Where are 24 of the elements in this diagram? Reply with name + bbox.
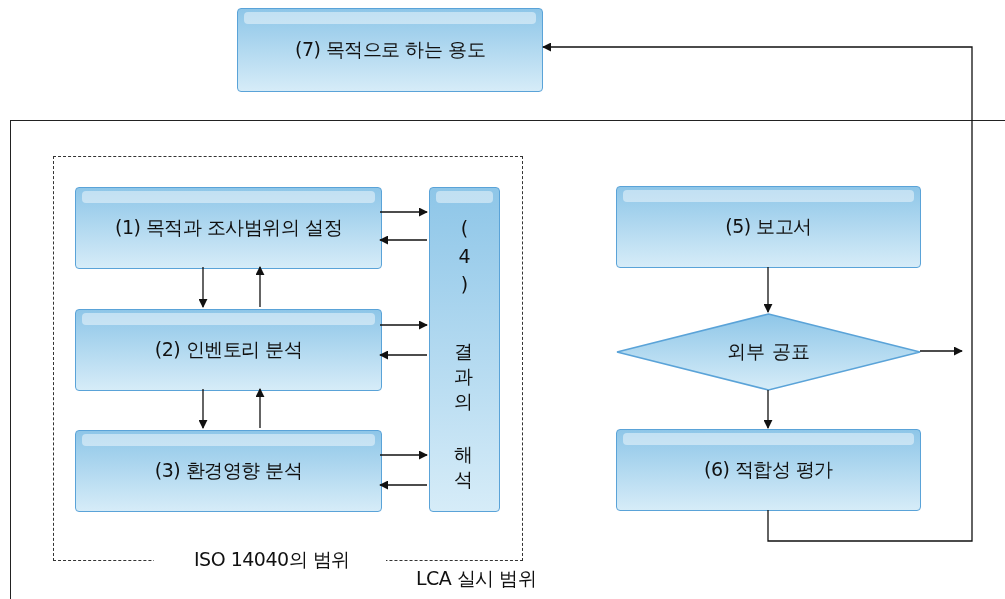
arrow (198, 266, 208, 308)
process-box: (6) 적합성 평가 (616, 429, 921, 511)
arrow (255, 266, 265, 308)
arrow (763, 266, 773, 313)
arrow (255, 388, 265, 429)
process-box: (7) 목적으로 하는 용도 (237, 8, 543, 92)
arrow (379, 480, 428, 490)
arrow (379, 450, 428, 460)
process-box: (5) 보고서 (616, 186, 921, 268)
process-box: (3) 환경영향 분석 (75, 430, 382, 512)
arrow (542, 42, 973, 542)
decision-diamond: 외부 공표 (616, 313, 921, 391)
arrow (379, 350, 428, 360)
arrow (763, 389, 773, 429)
process-box: (2) 인벤토리 분석 (75, 309, 382, 391)
arrow (379, 235, 428, 245)
arrow (379, 207, 428, 217)
arrow (379, 320, 428, 330)
arrow (198, 388, 208, 429)
process-box: (1) 목적과 조사범위의 설정 (75, 187, 382, 269)
process-box: (4) 결과의 해석 (429, 187, 500, 512)
arrow (919, 346, 963, 356)
frame (10, 120, 1005, 599)
frame-label: LCA 실시 범위 (416, 566, 537, 591)
